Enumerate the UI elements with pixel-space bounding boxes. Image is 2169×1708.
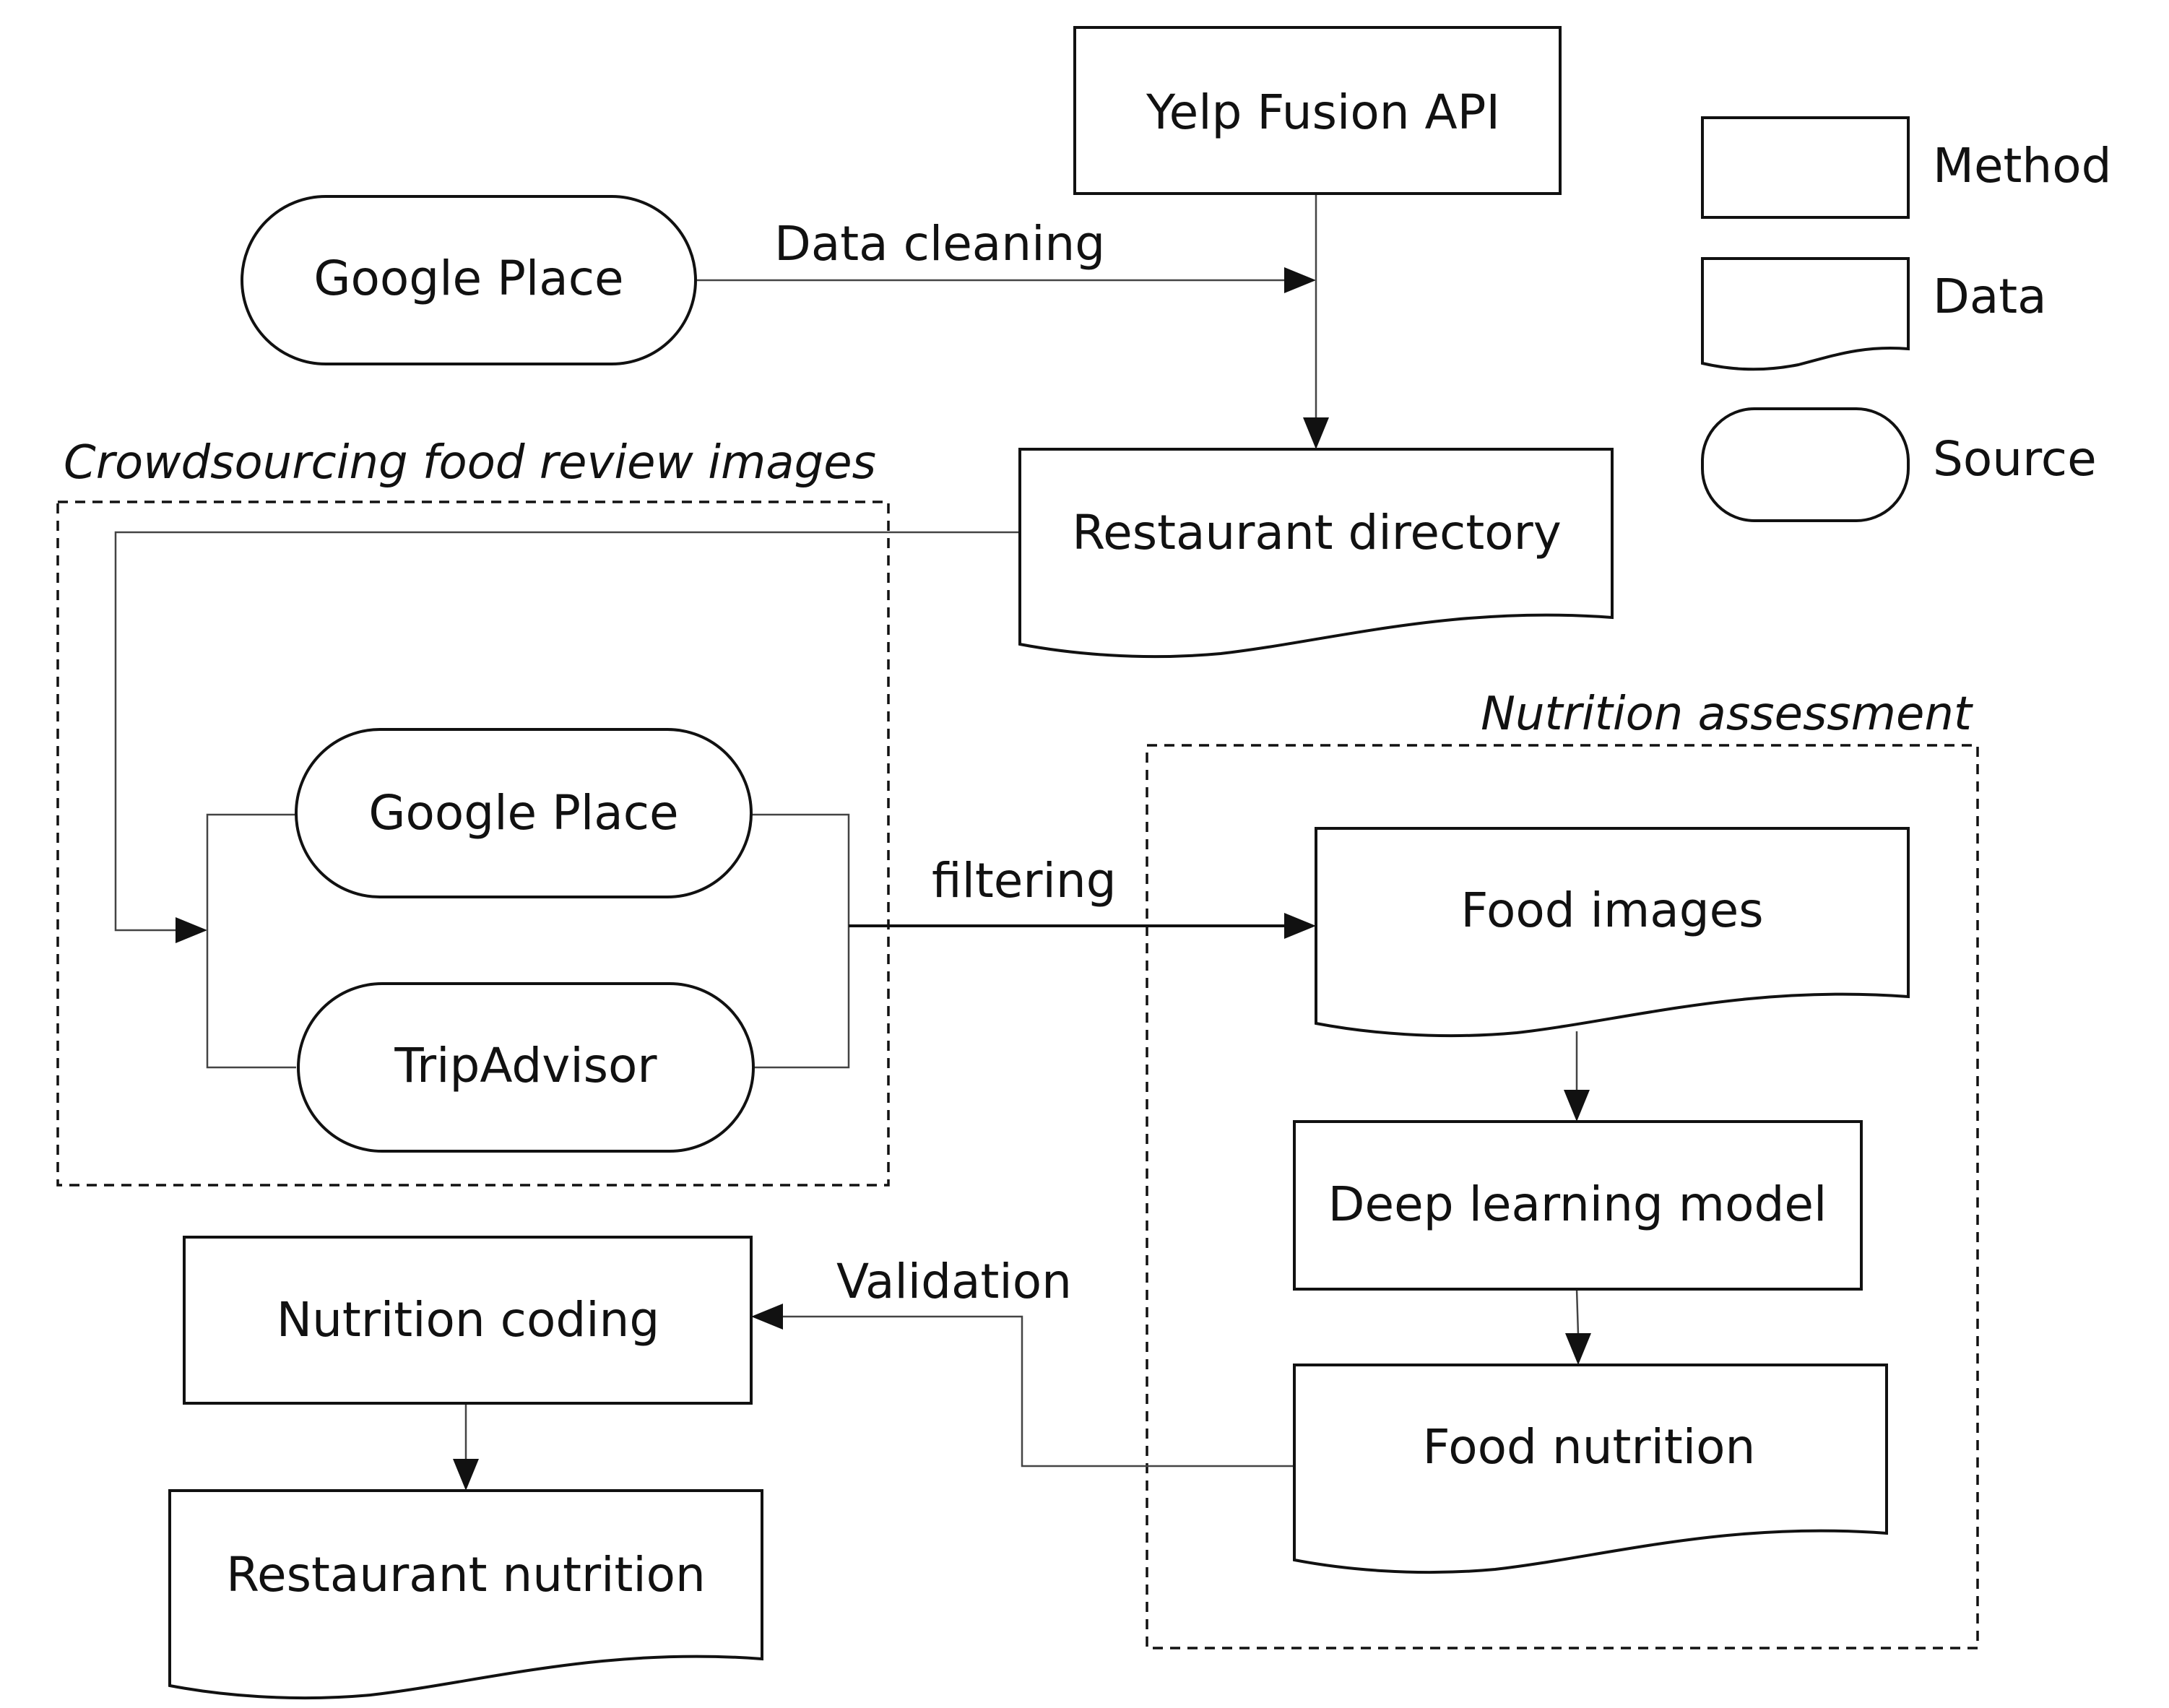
edge-validation-line — [780, 1315, 1293, 1468]
edge-data-cleaning-arrowhead — [1284, 267, 1316, 293]
legend-source-label: Source — [1933, 431, 2097, 487]
node-nutrition-coding-label: Nutrition coding — [277, 1292, 660, 1348]
crowdsourcing-group — [56, 500, 890, 1187]
node-restaurant-directory-label: Restaurant directory — [1072, 505, 1562, 560]
edge-label-validation: Validation — [836, 1254, 1072, 1309]
node-restaurant-nutrition-label: Restaurant nutrition — [226, 1547, 706, 1603]
edge-sources-left-bracket — [206, 813, 296, 1069]
node-restaurant-directory — [1018, 448, 1614, 659]
node-yelp-fusion-api — [1073, 26, 1562, 195]
node-google-place-inner — [295, 728, 753, 898]
node-deep-learning-model — [1293, 1120, 1863, 1291]
node-google-place-top — [241, 195, 697, 365]
edge-label-data-cleaning: Data cleaning — [774, 216, 1105, 272]
node-restaurant-nutrition — [168, 1489, 763, 1700]
node-food-nutrition — [1293, 1364, 1888, 1574]
node-food-images-label: Food images — [1460, 883, 1763, 938]
edge-directory-to-sources-line — [114, 531, 1020, 932]
edge-validation-arrowhead — [751, 1304, 783, 1330]
edge-directory-to-sources-arrowhead — [176, 917, 207, 943]
node-tripadvisor — [297, 982, 755, 1153]
node-google-place-top-label: Google Place — [313, 251, 623, 306]
edge-coding-to-restaurant-arrowhead — [453, 1459, 479, 1491]
legend-method-label: Method — [1933, 138, 2112, 194]
legend-source-swatch — [1701, 407, 1910, 522]
node-tripadvisor-label: TripAdvisor — [394, 1038, 657, 1093]
legend-data-swatch — [1701, 257, 1910, 371]
edge-images-to-model-arrowhead — [1564, 1090, 1590, 1122]
edge-model-to-nutrition-line — [1575, 1288, 1580, 1335]
node-food-images — [1315, 827, 1910, 1038]
crowdsourcing-group-title: Crowdsourcing food review images — [64, 436, 876, 490]
node-deep-learning-model-label: Deep learning model — [1328, 1176, 1827, 1232]
nutrition-assessment-group-title: Nutrition assessment — [1481, 688, 1974, 741]
edge-filtering-arrowhead — [1284, 913, 1316, 939]
edge-yelp-to-directory-arrowhead — [1303, 417, 1329, 449]
node-food-nutrition-label: Food nutrition — [1423, 1419, 1756, 1475]
legend-method-swatch — [1701, 116, 1910, 219]
node-google-place-inner-label: Google Place — [368, 785, 678, 841]
edge-model-to-nutrition-arrowhead — [1565, 1333, 1591, 1365]
legend-data-label: Data — [1933, 269, 2047, 324]
node-nutrition-coding — [183, 1236, 753, 1405]
edge-sources-right-bracket — [751, 813, 850, 1069]
edge-label-filtering: filtering — [932, 853, 1117, 909]
node-yelp-fusion-api-label: Yelp Fusion API — [1146, 84, 1500, 140]
